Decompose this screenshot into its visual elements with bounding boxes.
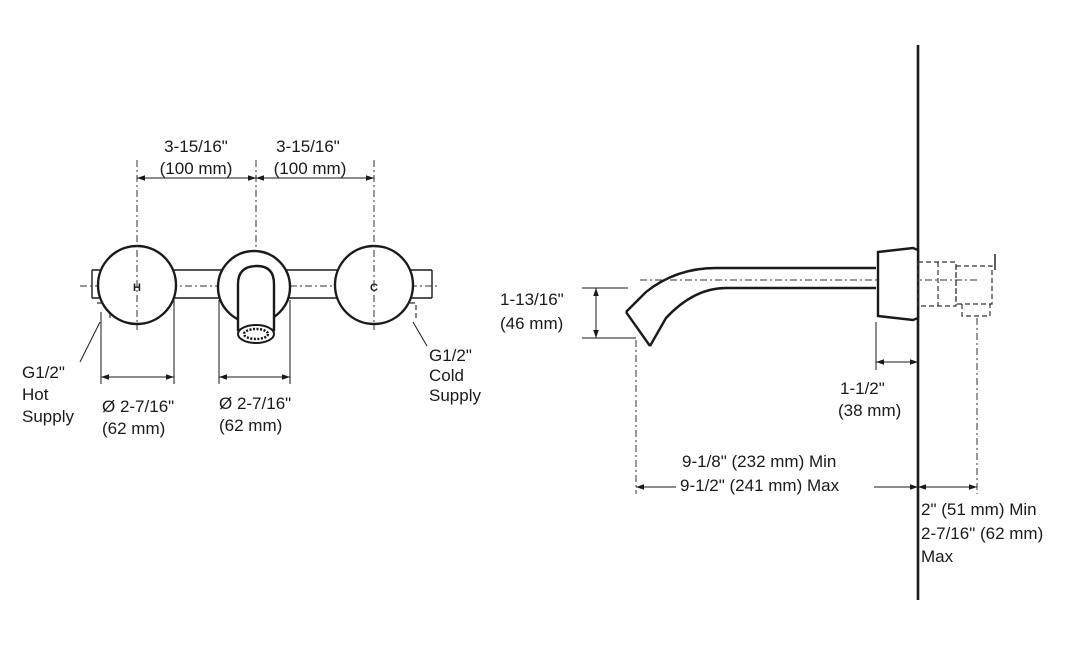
cold-supply-line-2: Cold [429, 366, 464, 385]
side-view: 1-13/16" (46 mm) 1-1/2" (38 mm) 9-1/8" (… [500, 45, 1043, 600]
spout-front [216, 249, 292, 344]
spout-side-profile [625, 266, 980, 347]
escutcheon-depth-inches: 1-1/2" [840, 379, 885, 398]
front-view: H C 3-15/16" (100 mm) 3-15/16" (100 mm) [22, 137, 481, 438]
hot-supply-line-2: Hot [22, 385, 49, 404]
handle-diameter-mm: (62 mm) [102, 419, 165, 438]
hot-supply-line-3: Supply [22, 407, 74, 426]
outlet-height-dimension: 1-13/16" (46 mm) [500, 287, 636, 339]
outlet-height-mm: (46 mm) [500, 314, 563, 333]
wall-depth-max-label: Max [921, 547, 954, 566]
outlet-height-inches: 1-13/16" [500, 290, 564, 309]
cold-handle-mark: C [370, 282, 378, 294]
escutcheon-side [876, 246, 920, 322]
handle-diameter-inches: Ø 2-7/16" [102, 397, 174, 416]
escutcheon-depth-dimension: 1-1/2" (38 mm) [838, 322, 918, 420]
spout-diameter-dimension: Ø 2-7/16" (62 mm) [218, 300, 291, 435]
spout-diameter-mm: (62 mm) [219, 416, 282, 435]
spacing-left-mm: (100 mm) [160, 159, 233, 178]
hot-supply-label: G1/2" Hot Supply [22, 363, 74, 426]
spacing-right-mm: (100 mm) [274, 159, 347, 178]
spout-reach-dimension: 9-1/8" (232 mm) Min 9-1/2" (241 mm) Max [635, 340, 918, 495]
handle-diameter-dimension: Ø 2-7/16" (62 mm) [100, 300, 175, 438]
escutcheon-depth-mm: (38 mm) [838, 401, 901, 420]
spout-diameter-inches: Ø 2-7/16" [219, 394, 291, 413]
hot-supply-line-1: G1/2" [22, 363, 65, 382]
spacing-dimension-left: 3-15/16" (100 mm) [137, 137, 256, 181]
spacing-dimension-right: 3-15/16" (100 mm) [256, 137, 374, 181]
spout-reach-max: 9-1/2" (241 mm) Max [680, 476, 840, 495]
spout-reach-min: 9-1/8" (232 mm) Min [682, 452, 836, 471]
rough-in-valve [917, 254, 996, 317]
spacing-left-inches: 3-15/16" [164, 137, 228, 156]
spacing-right-inches: 3-15/16" [276, 137, 340, 156]
wall-depth-dimension: 2" (51 mm) Min 2-7/16" (62 mm) Max [918, 318, 1043, 566]
cold-supply-label: G1/2" Cold Supply [429, 346, 481, 405]
wall-depth-max: 2-7/16" (62 mm) [921, 524, 1043, 543]
cold-supply-line-3: Supply [429, 386, 481, 405]
cold-supply-line-1: G1/2" [429, 346, 472, 365]
hot-handle-mark: H [133, 282, 141, 294]
wall-depth-min: 2" (51 mm) Min [921, 500, 1037, 519]
